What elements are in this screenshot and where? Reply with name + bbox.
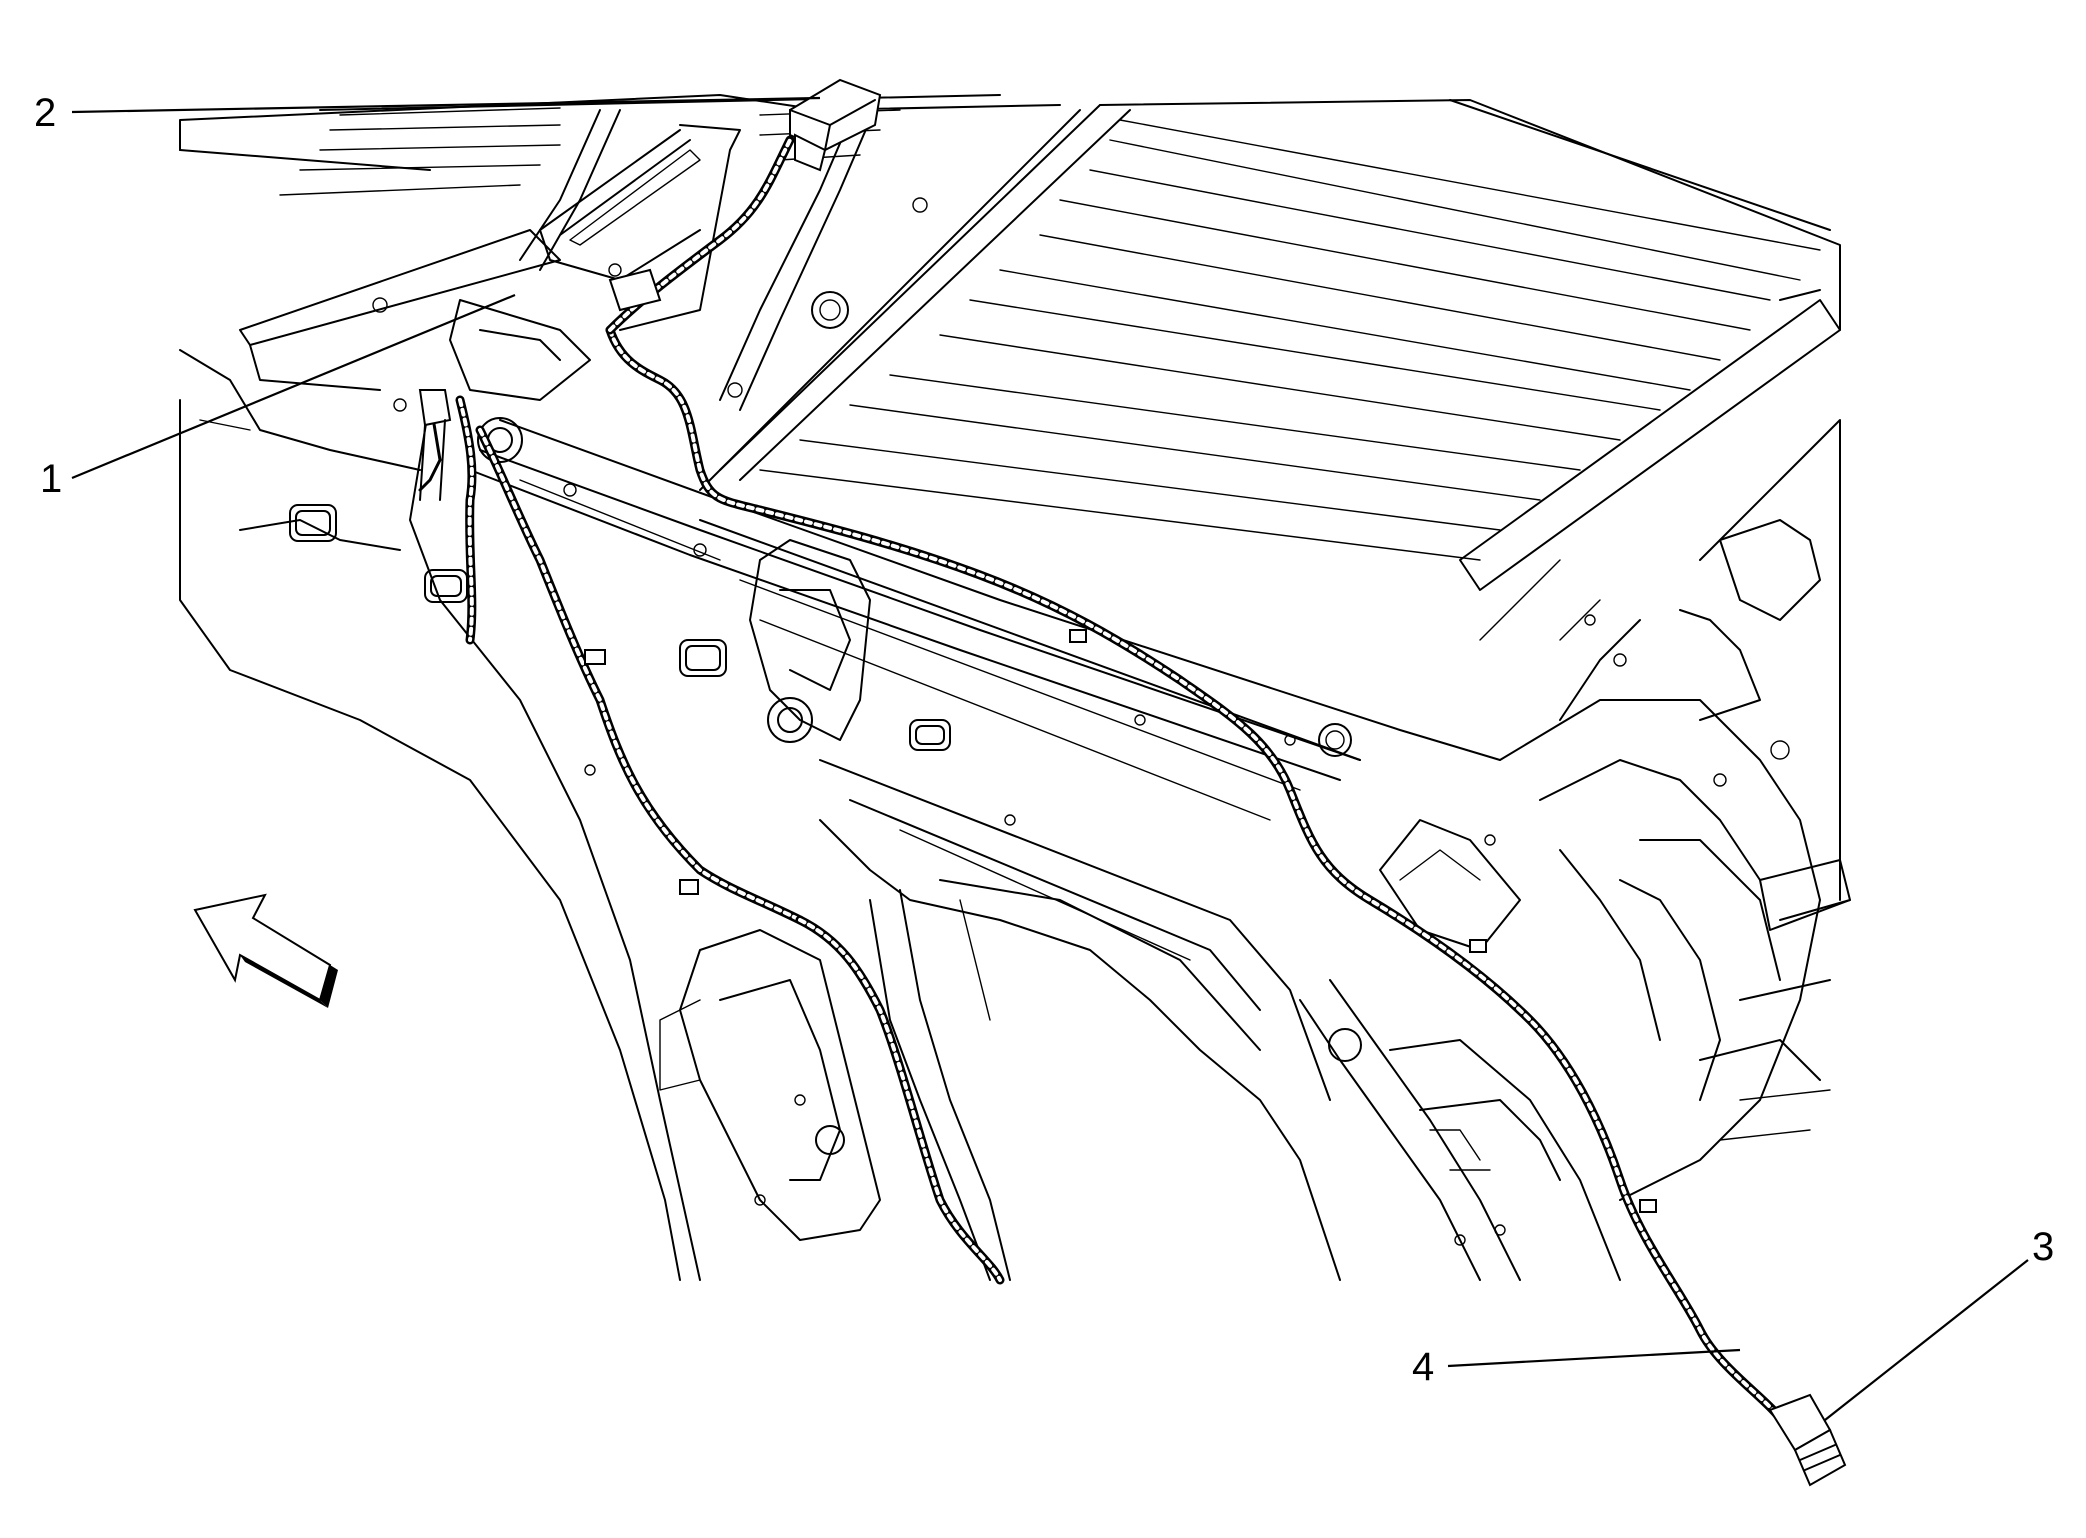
callout-1: 1 — [40, 457, 62, 501]
arrow-forward-icon — [193, 893, 332, 1002]
callout-4: 4 — [1412, 1345, 1434, 1389]
direction-arrow — [193, 893, 338, 1008]
callout-labels: 1 2 3 4 — [34, 91, 2054, 1389]
callout-2: 2 — [34, 91, 56, 135]
panel-holes — [289, 197, 1521, 951]
callout-3: 3 — [2032, 1225, 2054, 1269]
connector-3 — [1768, 1393, 1847, 1487]
body-side-panel — [179, 349, 1851, 1281]
roof-panel — [179, 94, 1841, 591]
leader-lines — [71, 96, 2029, 1421]
leader-3 — [1824, 1259, 2029, 1421]
leader-2 — [71, 96, 821, 114]
leader-4 — [1447, 1348, 1741, 1368]
wiring-harness — [455, 135, 1790, 1430]
leader-1 — [71, 293, 516, 480]
module-bracket — [239, 124, 741, 463]
connector-1 — [418, 389, 452, 501]
